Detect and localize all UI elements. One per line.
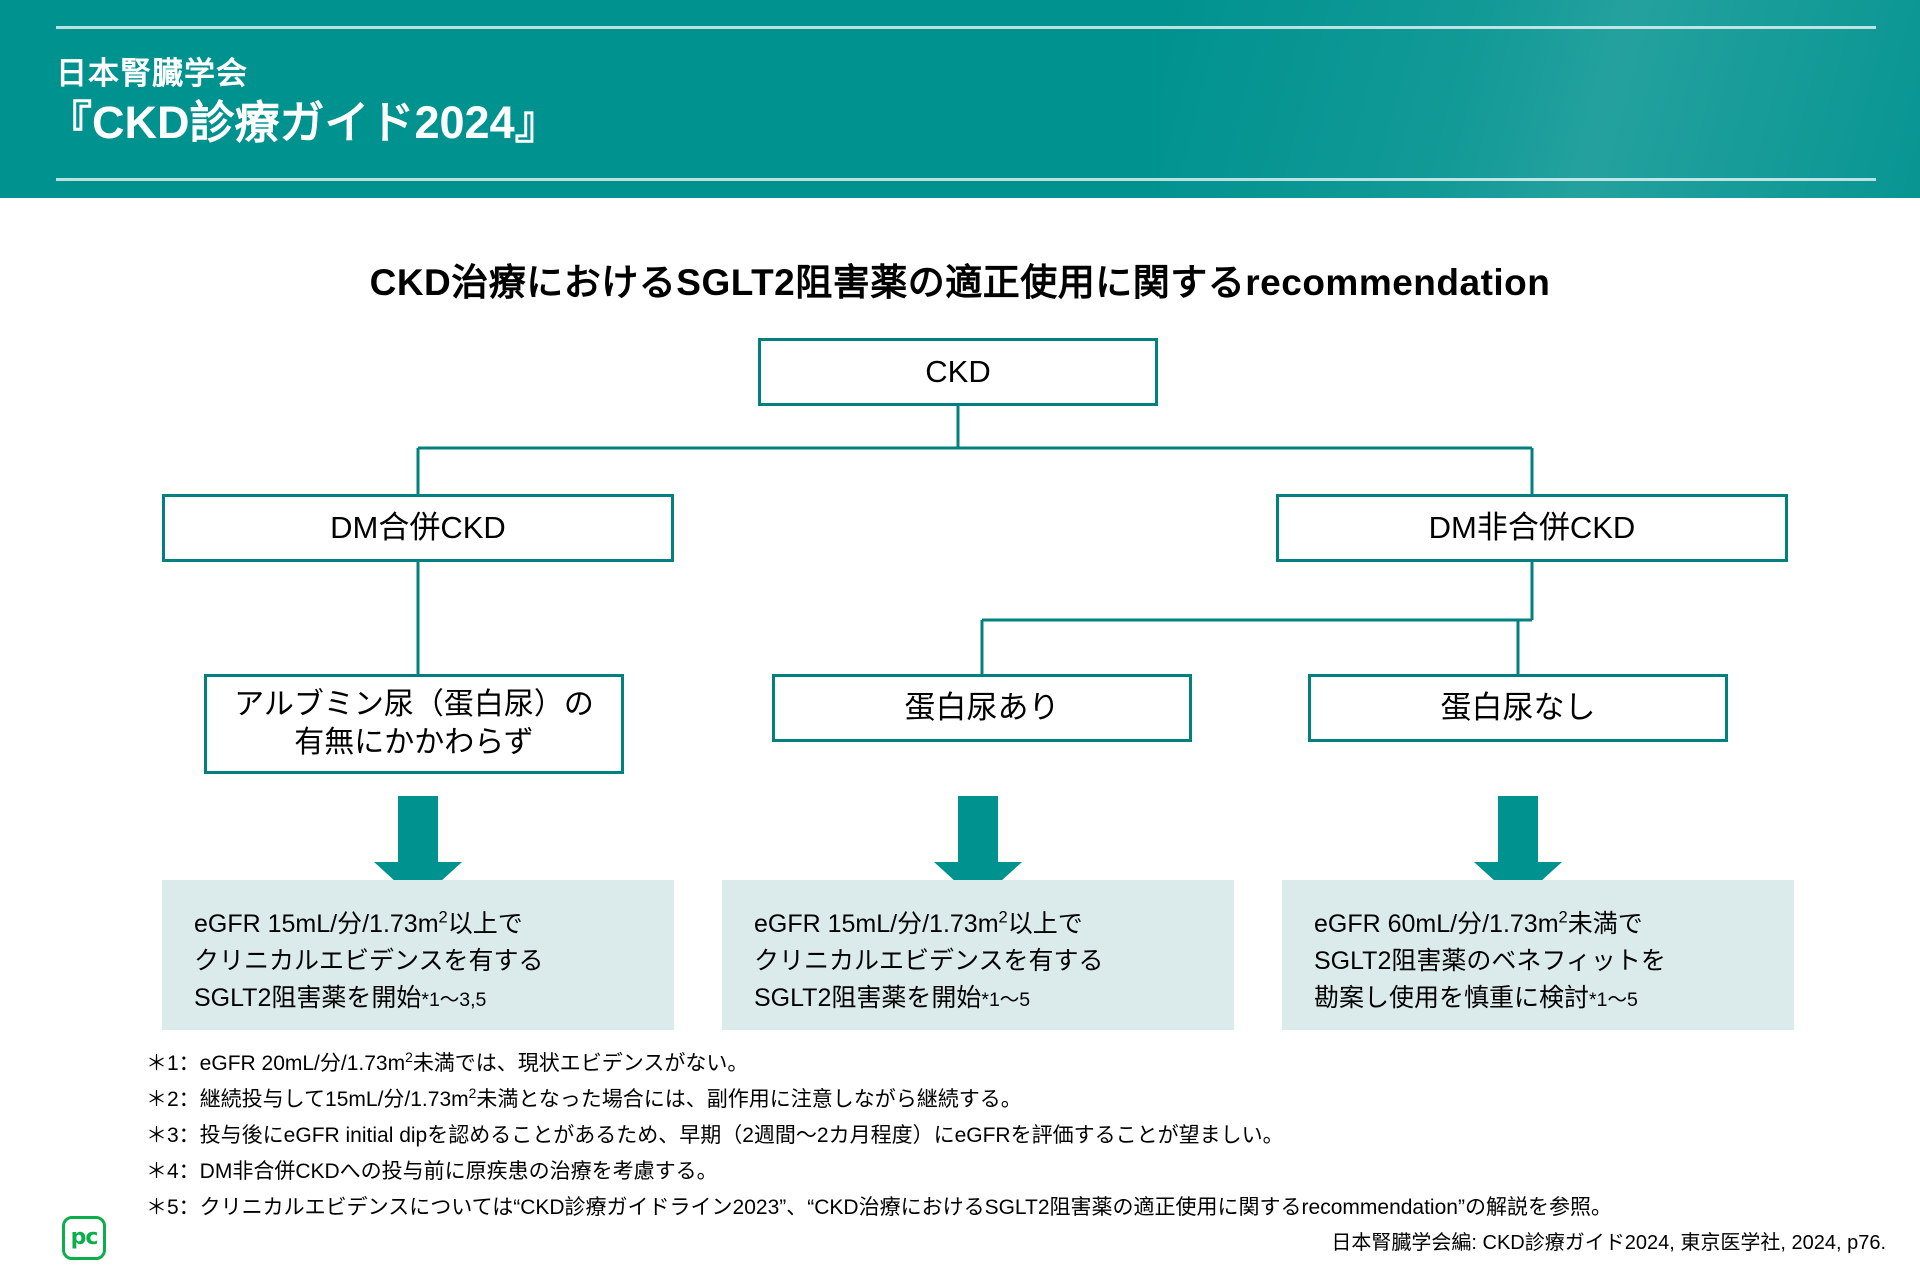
footnotes-block: ＊1：eGFR 20mL/分/1.73m2未満では、現状エビデンスがない。 ＊2… — [146, 1046, 1886, 1227]
node-dm-ckd: DM合併CKD — [162, 494, 674, 562]
footnote-5: ＊5：クリニカルエビデンスについては“CKD診療ガイドライン2023”、“CKD… — [146, 1196, 1612, 1220]
header-organization: 日本腎臓学会 — [56, 56, 248, 91]
pc-logo-text: pc — [70, 1225, 99, 1250]
recommendation-2-line3: SGLT2阻害薬を開始*1～5 — [754, 984, 1031, 1012]
node-non-dm-ckd-label: DM非合併CKD — [1428, 510, 1636, 546]
recommendation-box-3: eGFR 60mL/分/1.73m2未満で SGLT2阻害薬のベネフィットを 勘… — [1282, 880, 1794, 1030]
pc-logo-icon: pc — [62, 1216, 106, 1260]
node-proteinuria-positive: 蛋白尿あり — [772, 674, 1192, 742]
header-rule-top — [56, 26, 1876, 29]
node-dm-ckd-label: DM合併CKD — [330, 510, 506, 546]
recommendation-3-line2: SGLT2阻害薬のベネフィットを — [1314, 947, 1666, 975]
recommendation-2-line2: クリニカルエビデンスを有する — [754, 947, 1104, 975]
header-rule-bottom — [56, 178, 1876, 181]
recommendation-3-line1: eGFR 60mL/分/1.73m2未満で — [1314, 908, 1643, 938]
node-ckd-label: CKD — [925, 354, 991, 390]
node-proteinuria-positive-label: 蛋白尿あり — [904, 690, 1060, 726]
node-proteinuria-negative-label: 蛋白尿なし — [1440, 690, 1596, 726]
page-title: CKD治療におけるSGLT2阻害薬の適正使用に関するrecommendation — [369, 262, 1551, 303]
recommendation-box-2: eGFR 15mL/分/1.73m2以上で クリニカルエビデンスを有する SGL… — [722, 880, 1234, 1030]
footnote-4: ＊4：DM非合併CKDへの投与前に原疾患の治療を考慮する。 — [146, 1160, 718, 1184]
node-proteinuria-negative: 蛋白尿なし — [1308, 674, 1728, 742]
node-albuminuria-label-line2: 有無にかかわらず — [294, 726, 534, 759]
node-non-dm-ckd: DM非合併CKD — [1276, 494, 1788, 562]
footnote-1: ＊1：eGFR 20mL/分/1.73m2未満では、現状エビデンスがない。 — [146, 1049, 749, 1075]
recommendation-3-line3: 勘案し使用を慎重に検討*1～5 — [1314, 984, 1638, 1012]
recommendation-1-line3: SGLT2阻害薬を開始*1～3,5 — [194, 984, 487, 1012]
recommendation-1-line1: eGFR 15mL/分/1.73m2以上で — [194, 908, 523, 938]
page-header: 日本腎臓学会 『CKD診療ガイド2024』 — [0, 0, 1920, 198]
footnote-2: ＊2：継続投与して15mL/分/1.73m2未満となった場合には、副作用に注意し… — [146, 1085, 1022, 1112]
node-albuminuria-label-line1: アルブミン尿（蛋白尿）の — [234, 688, 594, 722]
source-citation: 日本腎臓学会編: CKD診療ガイド2024, 東京医学社, 2024, p76. — [1331, 1232, 1886, 1254]
header-guide-title: 『CKD診療ガイド2024』 — [47, 97, 560, 148]
node-albuminuria: アルブミン尿（蛋白尿）の 有無にかかわらず — [204, 674, 624, 774]
footnote-3: ＊3：投与後にeGFR initial dipを認めることがあるため、早期（2週… — [146, 1124, 1284, 1148]
header-sheen-decoration — [1160, 0, 1920, 198]
recommendation-1-line2: クリニカルエビデンスを有する — [194, 947, 544, 975]
node-ckd: CKD — [758, 338, 1158, 406]
recommendation-box-1: eGFR 15mL/分/1.73m2以上で クリニカルエビデンスを有する SGL… — [162, 880, 674, 1030]
recommendation-2-line1: eGFR 15mL/分/1.73m2以上で — [754, 908, 1083, 938]
